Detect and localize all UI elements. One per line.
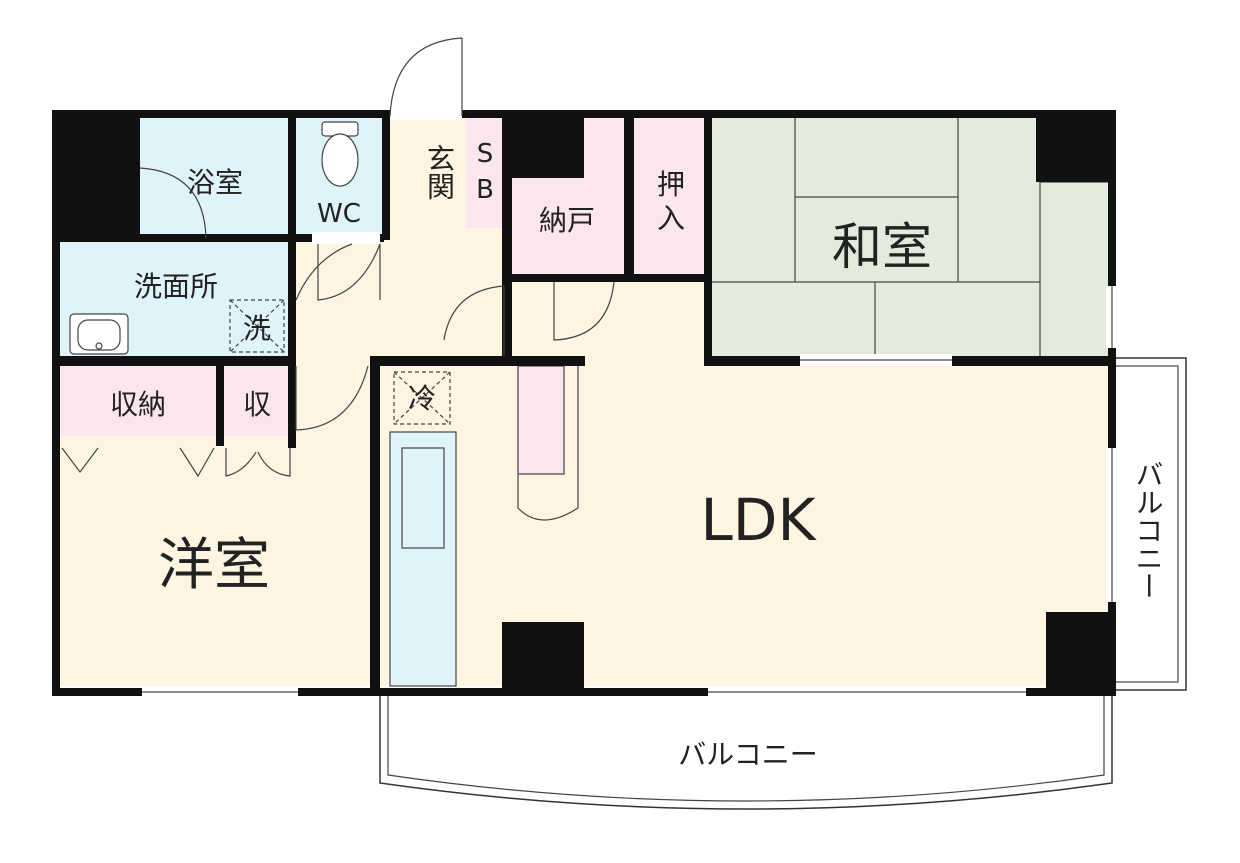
- entrance-floor: [390, 116, 464, 228]
- label-fridge: 冷: [408, 382, 436, 415]
- label-washroom: 洗面所: [134, 270, 218, 303]
- storage-floor: [58, 366, 218, 436]
- label-sb-s: S: [477, 139, 494, 169]
- windows: [142, 286, 1118, 698]
- kitchen-counter: [389, 431, 457, 687]
- walls: [52, 110, 1116, 696]
- island-counter: [517, 365, 565, 475]
- toilet-icon: [321, 121, 359, 187]
- label-sb-b: B: [476, 175, 494, 205]
- sb-floor: [466, 116, 504, 228]
- label-nando: 納戸: [539, 204, 595, 237]
- label-bath: 浴室: [187, 166, 243, 199]
- label-storage-small: 収: [243, 388, 271, 421]
- bath-floor: [140, 116, 288, 238]
- balcony-bottom: [379, 690, 1113, 810]
- label-storage: 収納: [110, 388, 166, 421]
- label-oshiire-2: 入: [657, 202, 685, 235]
- label-washitsu: 和室: [832, 218, 932, 276]
- storage-small-floor: [224, 366, 290, 436]
- label-balcony-bottom: バルコニー: [678, 738, 817, 771]
- label-ldk: LDK: [700, 486, 817, 554]
- balcony-bottom-inner: [387, 690, 1105, 802]
- label-balcony-right: バルコニー: [1132, 460, 1165, 600]
- label-wc: WC: [317, 199, 361, 229]
- label-washer: 洗: [243, 312, 271, 345]
- doors: [61, 37, 615, 478]
- label-oshiire-1: 押: [657, 168, 685, 201]
- basin-icon: [69, 313, 129, 355]
- label-youshitsu: 洋室: [158, 533, 270, 598]
- washer-box: [229, 299, 285, 353]
- fridge-box: [393, 371, 451, 425]
- oshiire-floor: [634, 116, 708, 276]
- island-counter-end: [517, 366, 579, 521]
- kitchen-sink: [401, 447, 445, 549]
